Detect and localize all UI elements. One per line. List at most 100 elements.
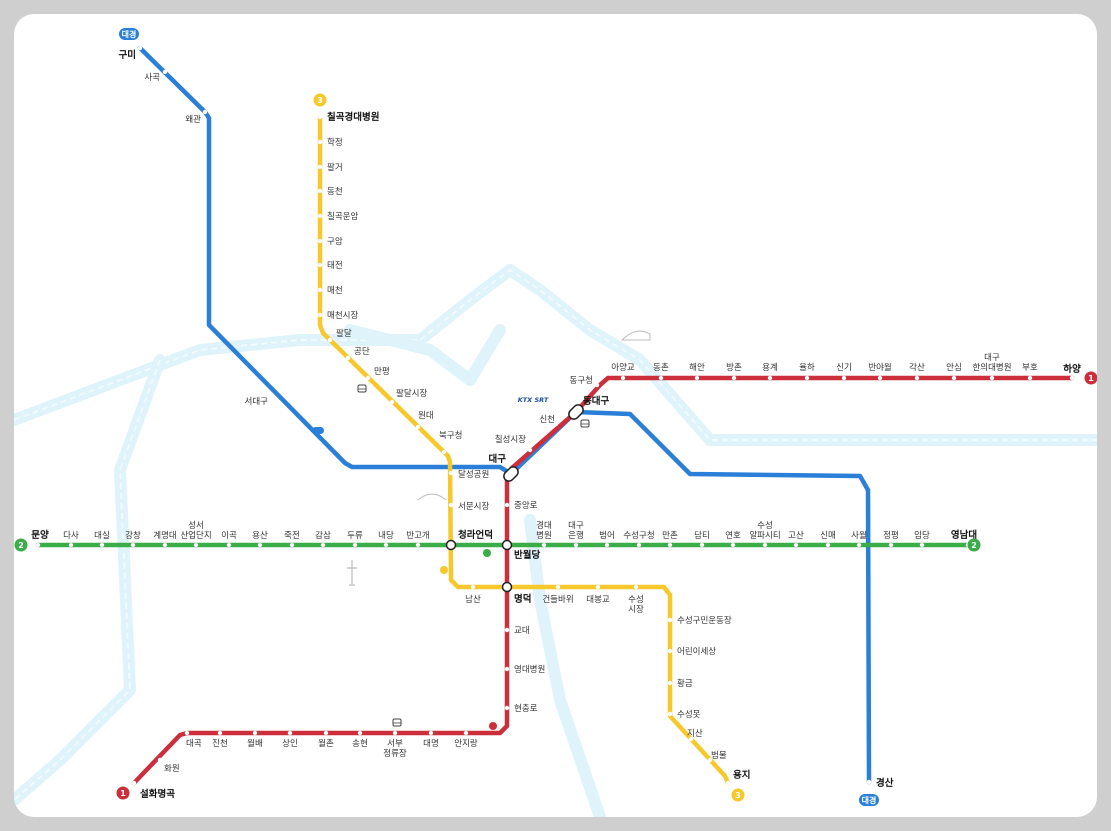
line1-station-label[interactable]: 월촌 xyxy=(318,738,334,749)
line1-station-dot[interactable] xyxy=(357,730,363,736)
line2-station-dot[interactable] xyxy=(856,542,862,548)
transfer-station-marker[interactable] xyxy=(502,465,520,483)
line3-station-dot[interactable] xyxy=(441,449,447,455)
line1-station-label[interactable]: 동구청 xyxy=(570,376,593,386)
line2-station-dot[interactable] xyxy=(162,542,168,548)
line3-station-label[interactable]: 학정 xyxy=(327,137,343,148)
daegyeong-station-dot[interactable] xyxy=(162,69,168,75)
line1-station-dot[interactable] xyxy=(504,502,510,508)
line3-station-dot[interactable] xyxy=(317,262,323,268)
line2-station-label[interactable]: 반고개 xyxy=(406,530,429,541)
line2-station-label[interactable]: 범어 xyxy=(599,530,615,541)
line3-station-label[interactable]: 어린이세상 xyxy=(677,646,716,657)
line1-station-dot[interactable] xyxy=(252,730,258,736)
line3-station-dot[interactable] xyxy=(317,188,323,194)
line3-station-dot[interactable] xyxy=(327,337,333,343)
line3-station-label[interactable]: 범물 xyxy=(711,750,727,761)
line2-station-dot[interactable] xyxy=(541,542,547,548)
line1-station-dot[interactable] xyxy=(553,421,559,427)
line3-station-label[interactable]: 매천 xyxy=(327,285,343,296)
transfer-station-label[interactable]: 대구 xyxy=(489,453,507,465)
line1-station-dot[interactable] xyxy=(694,375,700,381)
line3-station-label[interactable]: 동천 xyxy=(327,186,343,197)
line2-station-dot[interactable] xyxy=(383,542,389,548)
line3-station-dot[interactable] xyxy=(707,757,713,763)
line3-station-label[interactable]: 북구청 xyxy=(439,431,462,441)
line3-station-dot[interactable] xyxy=(345,355,351,361)
daegyeong-station-dot[interactable] xyxy=(270,394,276,400)
line3-station-label[interactable]: 대봉교 xyxy=(586,595,610,605)
line2-station-dot[interactable] xyxy=(352,542,358,548)
line3-station-label[interactable]: 매천시장 xyxy=(327,310,358,321)
daegyeong-station-label[interactable]: 경산 xyxy=(876,777,894,789)
line2-station-label[interactable]: 수성구청 xyxy=(623,531,654,541)
line3-station-dot[interactable] xyxy=(317,238,323,244)
line3-station-dot[interactable] xyxy=(448,470,454,476)
line3-station-label[interactable]: 남산 xyxy=(465,594,481,605)
line1-station-dot[interactable] xyxy=(951,375,957,381)
line1-station-dot[interactable] xyxy=(914,375,920,381)
line1-station-dot[interactable] xyxy=(184,730,190,736)
line1-station-dot[interactable] xyxy=(131,780,137,786)
line2-station-dot[interactable] xyxy=(888,542,894,548)
line1-station-dot[interactable] xyxy=(217,730,223,736)
line2-station-label[interactable]: 이곡 xyxy=(221,530,237,541)
line2-station-dot[interactable] xyxy=(919,542,925,548)
transfer-station-marker[interactable] xyxy=(501,581,513,593)
line2-station-label[interactable]: 계명대 xyxy=(153,530,176,541)
line1-station-label[interactable]: 아양교 xyxy=(611,362,635,373)
line2-station-dot[interactable] xyxy=(68,542,74,548)
line2-station-dot[interactable] xyxy=(699,542,705,548)
line1-station-label[interactable]: 화원 xyxy=(164,764,180,774)
line2-station-dot[interactable] xyxy=(226,542,232,548)
line1-station-dot[interactable] xyxy=(323,730,329,736)
line3-station-label[interactable]: 태전 xyxy=(327,260,343,271)
line3-station-label[interactable]: 황금 xyxy=(677,678,693,689)
line1-station-dot[interactable] xyxy=(287,730,293,736)
line3-station-dot[interactable] xyxy=(595,584,601,590)
line3-station-label[interactable]: 달성공원 xyxy=(458,469,489,480)
line2-station-label[interactable]: 연호 xyxy=(725,531,741,541)
line3-station-label[interactable]: 팔거 xyxy=(327,162,343,173)
line3-station-label[interactable]: 수성구민운동장 xyxy=(677,615,732,626)
line3-station-dot[interactable] xyxy=(555,584,561,590)
line2-station-label[interactable]: 죽전 xyxy=(284,530,300,541)
daegyeong-station-dot[interactable] xyxy=(866,779,872,785)
line1-station-label[interactable]: 안심 xyxy=(946,362,962,373)
line3-station-dot[interactable] xyxy=(725,780,731,786)
line2-station-label[interactable]: 만촌 xyxy=(662,531,678,541)
line2-station-label[interactable]: 감삼 xyxy=(315,530,331,541)
transfer-station-marker[interactable] xyxy=(501,539,513,551)
line3-station-label[interactable]: 원대 xyxy=(418,411,434,421)
line2-station-label[interactable]: 담티 xyxy=(694,530,710,541)
line3-station-dot[interactable] xyxy=(317,164,323,170)
line3-station-dot[interactable] xyxy=(317,114,323,120)
line1-station-label[interactable]: 대명 xyxy=(423,738,439,749)
daegyeong-station-label[interactable]: 서대구 xyxy=(245,397,269,407)
line2-station-label[interactable]: 영남대 xyxy=(951,529,977,541)
line3-station-dot[interactable] xyxy=(448,502,454,508)
line1-station-dot[interactable] xyxy=(877,375,883,381)
line1-station-dot[interactable] xyxy=(1069,375,1075,381)
transfer-station-label[interactable]: 명덕 xyxy=(514,593,531,605)
line1-station-dot[interactable] xyxy=(620,375,626,381)
line1-station-label[interactable]: 영대병원 xyxy=(514,664,545,675)
line3-station-dot[interactable] xyxy=(470,584,476,590)
transfer-station-label[interactable]: 청라언덕 xyxy=(458,529,493,541)
line3-station-label[interactable]: 구암 xyxy=(327,236,343,247)
line2-station-label[interactable]: 강창 xyxy=(125,530,141,541)
line1-station-label[interactable]: 하양 xyxy=(1063,363,1081,375)
line1-station-dot[interactable] xyxy=(804,375,810,381)
line3-station-label[interactable]: 용지 xyxy=(733,769,750,781)
line3-station-dot[interactable] xyxy=(633,584,639,590)
line3-station-dot[interactable] xyxy=(317,287,323,293)
line2-station-label[interactable]: 용산 xyxy=(252,530,268,541)
line1-station-dot[interactable] xyxy=(157,757,163,763)
line1-station-dot[interactable] xyxy=(731,375,737,381)
line2-station-dot[interactable] xyxy=(130,542,136,548)
